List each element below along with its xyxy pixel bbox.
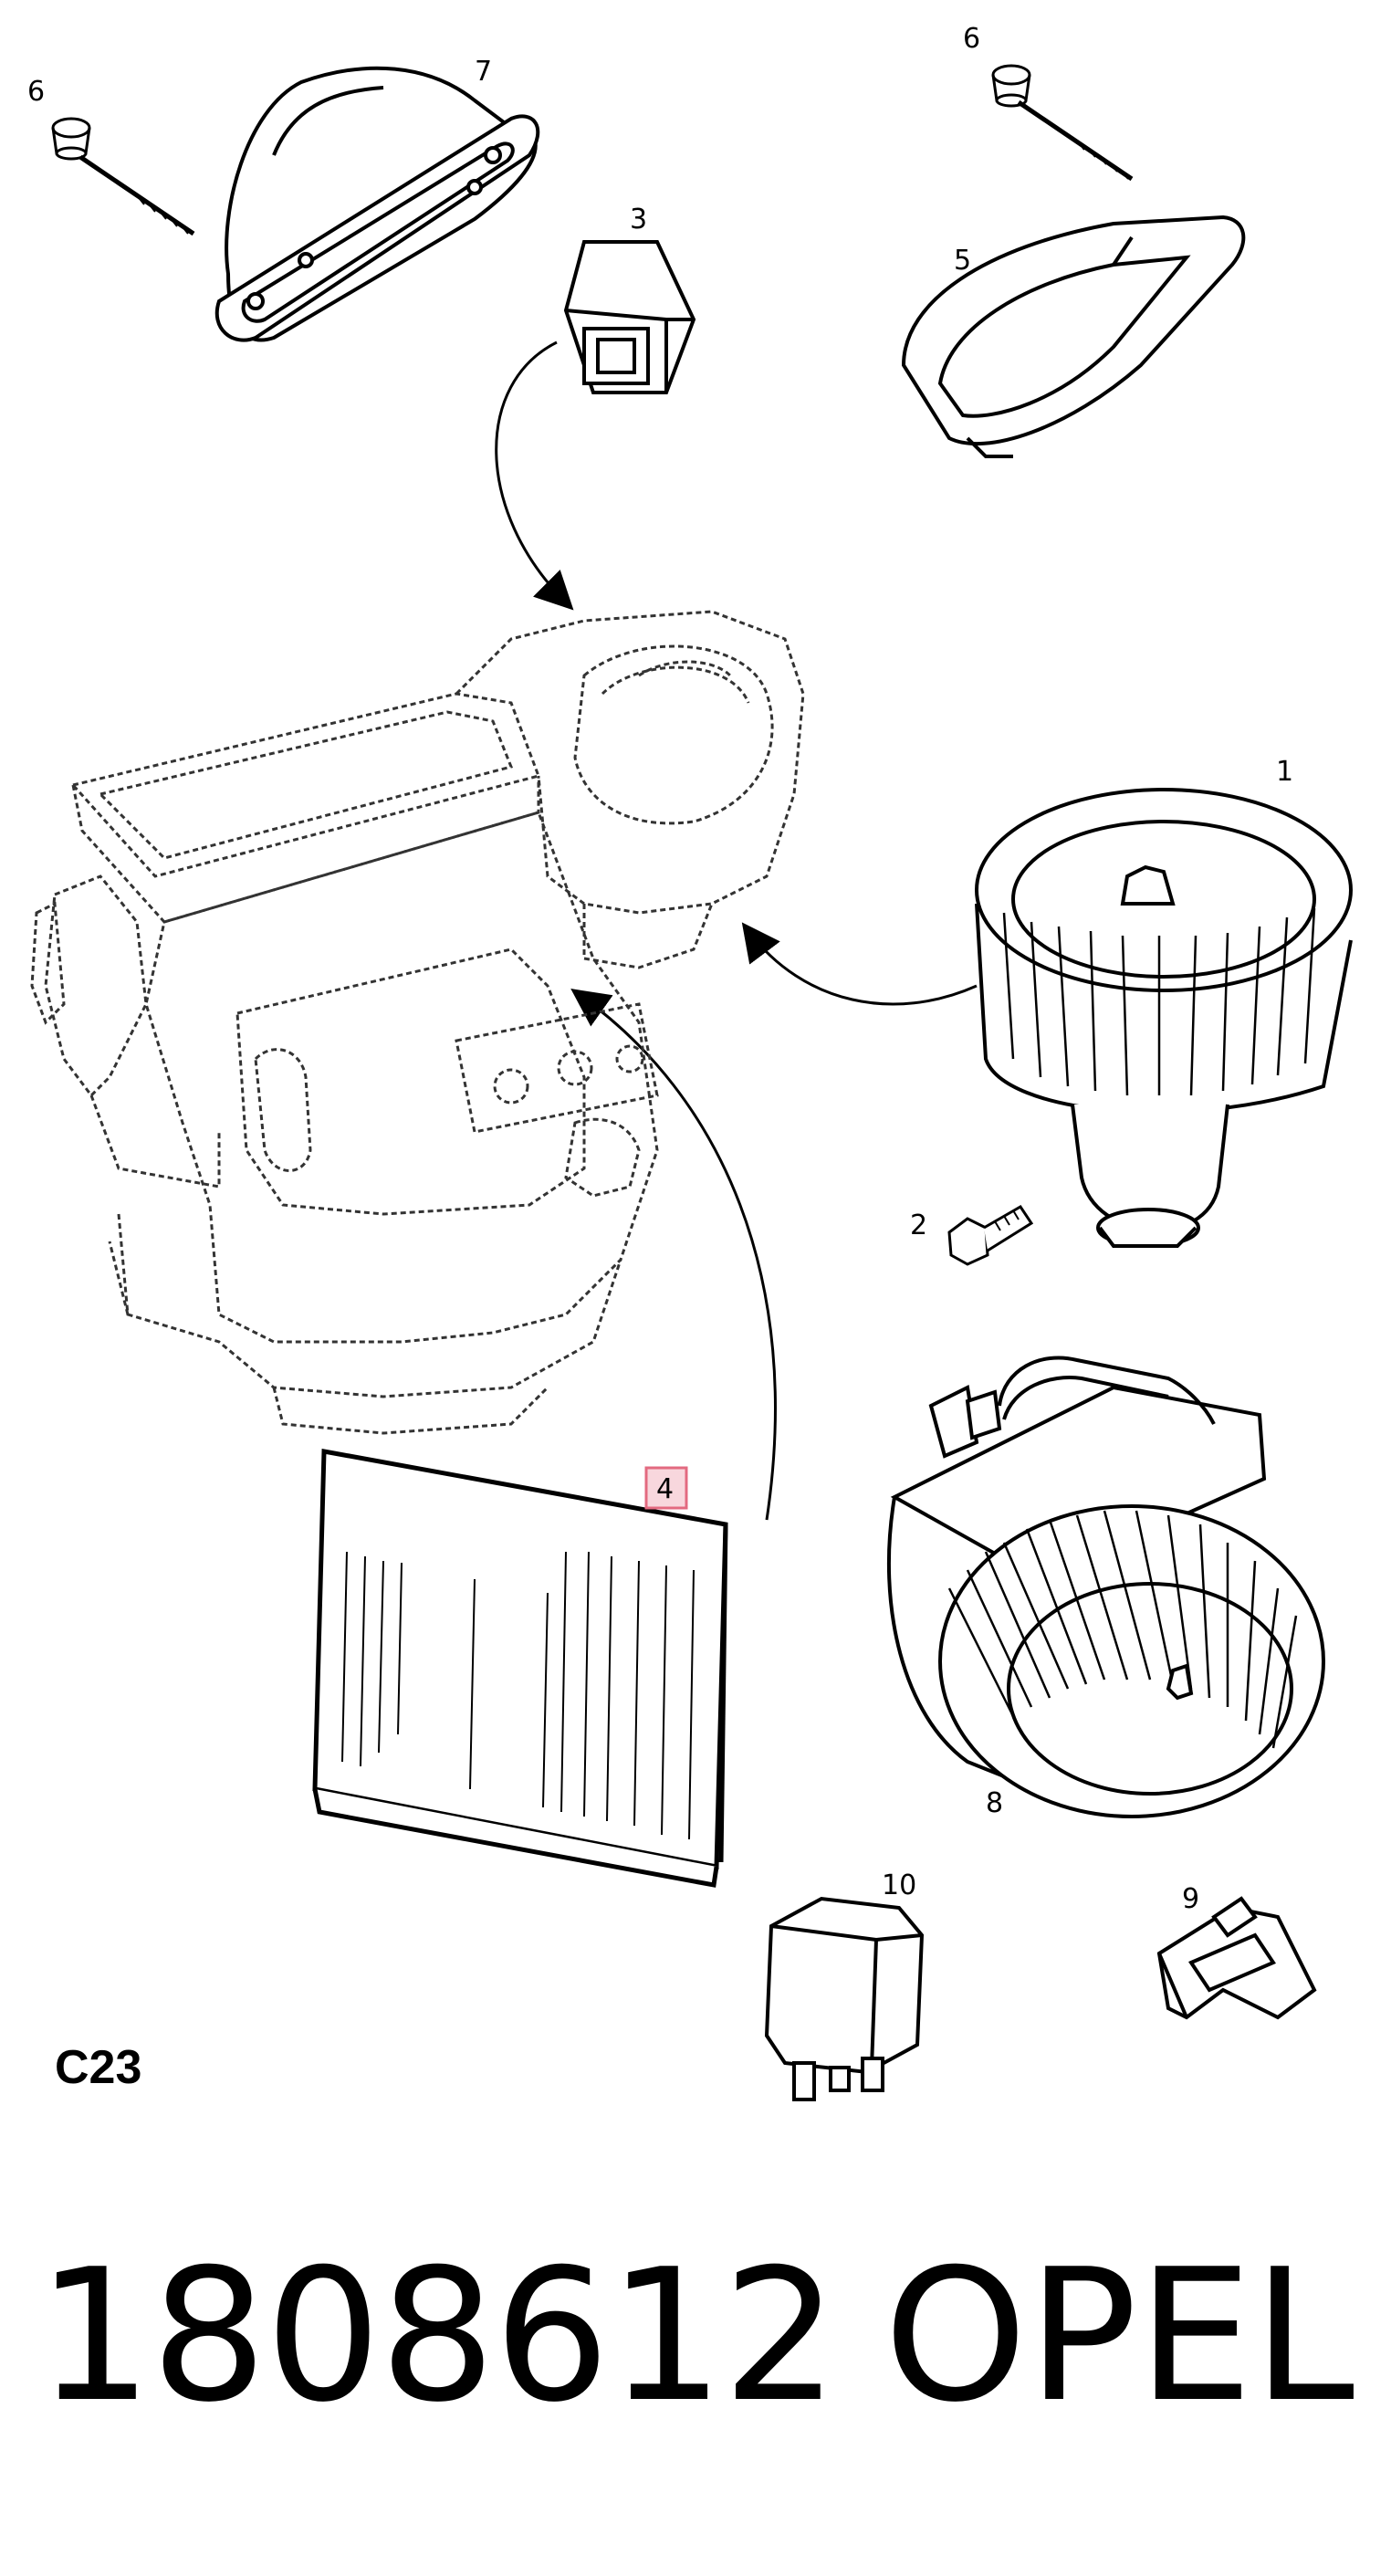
vent-gasket-part — [901, 215, 1246, 458]
highlight-box — [644, 1466, 688, 1510]
callout-7: 7 — [475, 56, 492, 88]
part-info-footer: 1808612 OPEL — [0, 2227, 1391, 2446]
callout-4-highlight: 4 — [644, 1466, 688, 1510]
blower-motor-assembly-part — [886, 1356, 1325, 1818]
resistor-block-part — [563, 240, 696, 394]
heater-housing-assembly — [30, 610, 805, 1435]
assembly-arrows — [495, 340, 978, 1521]
diagram-code-label: C23 — [55, 2041, 141, 2094]
callout-8: 8 — [986, 1787, 1003, 1819]
callout-1: 1 — [1276, 756, 1293, 788]
screw-right-part — [991, 64, 1134, 182]
blower-fan-part — [975, 788, 1353, 1248]
brand-name: OPEL — [884, 2230, 1354, 2443]
air-vent-housing-part — [214, 66, 540, 342]
callout-6-left: 6 — [27, 76, 45, 108]
callout-2: 2 — [910, 1209, 927, 1241]
relay-part — [764, 1896, 925, 2101]
callout-10: 10 — [882, 1869, 916, 1901]
connector-clip-part — [1156, 1896, 1317, 2020]
callout-5: 5 — [954, 245, 971, 277]
callout-4: 4 — [656, 1473, 674, 1505]
cabin-filter-part — [312, 1449, 728, 1888]
callout-9: 9 — [1182, 1883, 1199, 1915]
bolt-part — [947, 1204, 1034, 1266]
screw-left-part — [51, 117, 195, 236]
callout-6-right: 6 — [963, 23, 980, 55]
part-number: 1808612 — [37, 2230, 839, 2443]
callout-3: 3 — [630, 204, 647, 236]
